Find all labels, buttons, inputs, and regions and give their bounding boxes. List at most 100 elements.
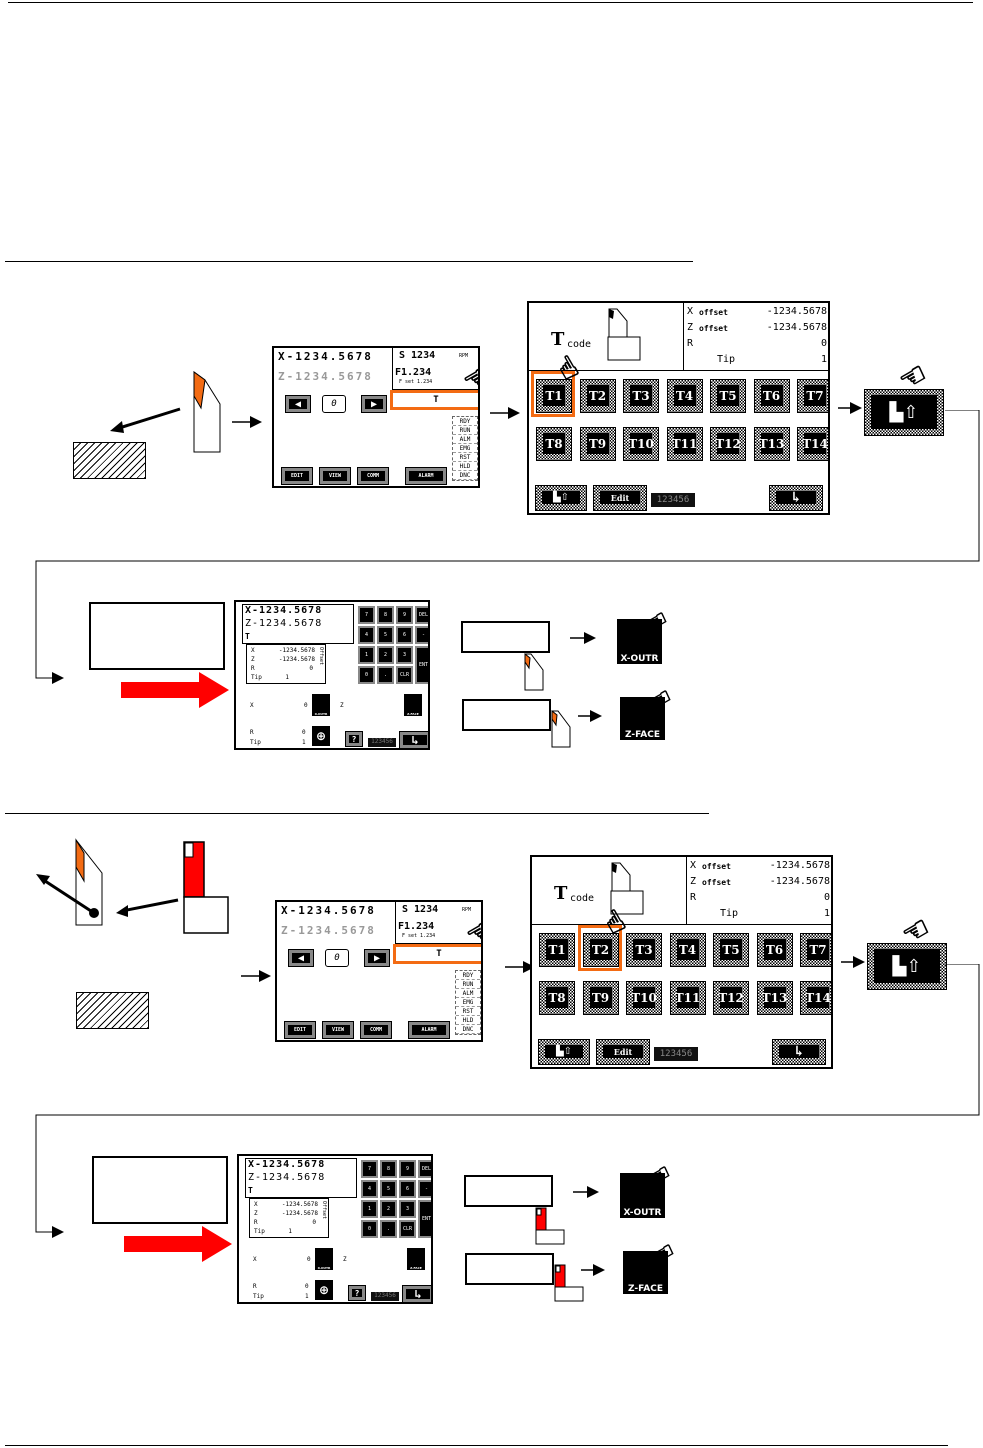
tool-button-t4[interactable]: T4: [669, 933, 706, 967]
tool-field[interactable]: T: [390, 390, 478, 410]
tool-button-t13[interactable]: T13: [753, 427, 790, 461]
tool-button-t14[interactable]: T14: [800, 981, 831, 1015]
key-5[interactable]: 5: [380, 1180, 397, 1198]
tool-button-t7[interactable]: T7: [800, 933, 831, 967]
tool-button-label: T10: [628, 433, 654, 454]
z-face-small-icon[interactable]: Z-FACE: [407, 1248, 425, 1270]
tool-button-label: T14: [802, 433, 828, 454]
tool-button-t10[interactable]: T10: [623, 427, 659, 461]
tool-button-t10[interactable]: T10: [626, 981, 662, 1015]
return-button[interactable]: ↳: [772, 1039, 826, 1065]
key-6[interactable]: 6: [396, 626, 413, 644]
key-5[interactable]: 5: [377, 626, 394, 644]
tool-button-t13[interactable]: T13: [756, 981, 793, 1015]
x-outr-small-icon[interactable]: X-OUTR: [315, 1248, 333, 1270]
left-arrow-button[interactable]: ◀: [285, 395, 311, 413]
help-button[interactable]: ?: [345, 731, 363, 747]
return-button[interactable]: ↳: [769, 485, 823, 511]
alarm-button[interactable]: ALARM: [408, 1021, 450, 1039]
key-2[interactable]: 2: [377, 646, 394, 664]
x-outr-small-icon[interactable]: X-OUTR: [312, 694, 330, 716]
key-del[interactable]: DEL: [415, 606, 428, 624]
key-0[interactable]: 0: [358, 666, 375, 684]
tip-selector-icon[interactable]: ⊕: [312, 726, 330, 746]
right-arrow-button[interactable]: ▶: [361, 395, 387, 413]
z-face-small-icon[interactable]: Z-FACE: [404, 694, 422, 716]
left-arrow-button[interactable]: ◀: [288, 949, 314, 967]
key-9[interactable]: 9: [396, 606, 413, 624]
tool-button-t11[interactable]: T11: [669, 981, 706, 1015]
key-6[interactable]: 6: [399, 1180, 416, 1198]
tool-button-t7[interactable]: T7: [797, 379, 828, 413]
z-face-icon[interactable]: Z-FACE: [623, 1251, 668, 1294]
tool-button-t9[interactable]: T9: [579, 427, 616, 461]
key-dot[interactable]: .: [380, 1220, 397, 1238]
tool-button-t11[interactable]: T11: [666, 427, 703, 461]
edit-button[interactable]: EDIT: [284, 1021, 316, 1039]
tool-button-t2[interactable]: T2: [579, 379, 616, 413]
key-0[interactable]: 0: [361, 1220, 378, 1238]
tool-button-t3[interactable]: T3: [626, 933, 662, 967]
key-del[interactable]: DEL: [418, 1160, 431, 1178]
key-2[interactable]: 2: [380, 1200, 397, 1218]
tool-button-t2[interactable]: T2: [582, 933, 619, 967]
comm-button[interactable]: COMM: [357, 467, 389, 485]
tool-button-t14[interactable]: T14: [797, 427, 828, 461]
tool-button-t8[interactable]: T8: [539, 981, 575, 1015]
counter-field[interactable]: 0: [325, 949, 349, 967]
key-ent[interactable]: ENT: [415, 646, 428, 684]
section-1-rule: [5, 261, 693, 262]
key-8[interactable]: 8: [377, 606, 394, 624]
measure-icon-button[interactable]: ▙⇧: [864, 389, 944, 436]
counter-field[interactable]: 0: [322, 395, 346, 413]
help-button[interactable]: ?: [348, 1285, 366, 1301]
key-3[interactable]: 3: [396, 646, 413, 664]
tool-field[interactable]: T: [393, 944, 481, 964]
edit-button[interactable]: Edit: [596, 1039, 650, 1065]
key-clr[interactable]: CLR: [396, 666, 413, 684]
key-ent[interactable]: ENT: [418, 1200, 431, 1238]
key-9[interactable]: 9: [399, 1160, 416, 1178]
key-7[interactable]: 7: [361, 1160, 378, 1178]
x-outr-icon[interactable]: X-OUTR: [617, 619, 662, 664]
tool-button-t12[interactable]: T12: [710, 427, 746, 461]
tool-button-t6[interactable]: T6: [753, 379, 790, 413]
z-face-icon[interactable]: Z-FACE: [620, 697, 665, 740]
key-1[interactable]: 1: [361, 1200, 378, 1218]
edit-button[interactable]: EDIT: [281, 467, 313, 485]
view-button[interactable]: VIEW: [319, 467, 351, 485]
tool-button-t1[interactable]: T1: [536, 379, 572, 413]
tool-button-t9[interactable]: T9: [582, 981, 619, 1015]
right-arrow-button[interactable]: ▶: [364, 949, 390, 967]
alarm-button[interactable]: ALARM: [405, 467, 447, 485]
tool-button-t6[interactable]: T6: [756, 933, 793, 967]
edit-button[interactable]: Edit: [593, 485, 647, 511]
key-dot[interactable]: .: [377, 666, 394, 684]
key-3[interactable]: 3: [399, 1200, 416, 1218]
tool-button-t4[interactable]: T4: [666, 379, 703, 413]
view-button[interactable]: VIEW: [322, 1021, 354, 1039]
key-8[interactable]: 8: [380, 1160, 397, 1178]
key-minus[interactable]: -: [415, 626, 428, 644]
x-outr-icon[interactable]: X-OUTR: [620, 1173, 665, 1218]
tool-button-t5[interactable]: T5: [713, 933, 749, 967]
x-position: X-1234.5678: [248, 1159, 326, 1170]
measure-button[interactable]: ▙⇧: [535, 485, 587, 511]
tool-button-t3[interactable]: T3: [623, 379, 659, 413]
key-4[interactable]: 4: [358, 626, 375, 644]
return-button[interactable]: ↳: [399, 731, 428, 748]
tool-button-t12[interactable]: T12: [713, 981, 749, 1015]
key-1[interactable]: 1: [358, 646, 375, 664]
tool-button-t8[interactable]: T8: [536, 427, 572, 461]
key-minus[interactable]: -: [418, 1180, 431, 1198]
key-7[interactable]: 7: [358, 606, 375, 624]
return-button[interactable]: ↳: [402, 1285, 431, 1302]
measure-icon-button[interactable]: ▙⇧: [867, 943, 947, 990]
comm-button[interactable]: COMM: [360, 1021, 392, 1039]
measure-button[interactable]: ▙⇧: [538, 1039, 590, 1065]
key-clr[interactable]: CLR: [399, 1220, 416, 1238]
tool-button-t5[interactable]: T5: [710, 379, 746, 413]
tool-button-t1[interactable]: T1: [539, 933, 575, 967]
key-4[interactable]: 4: [361, 1180, 378, 1198]
tip-selector-icon[interactable]: ⊕: [315, 1280, 333, 1300]
